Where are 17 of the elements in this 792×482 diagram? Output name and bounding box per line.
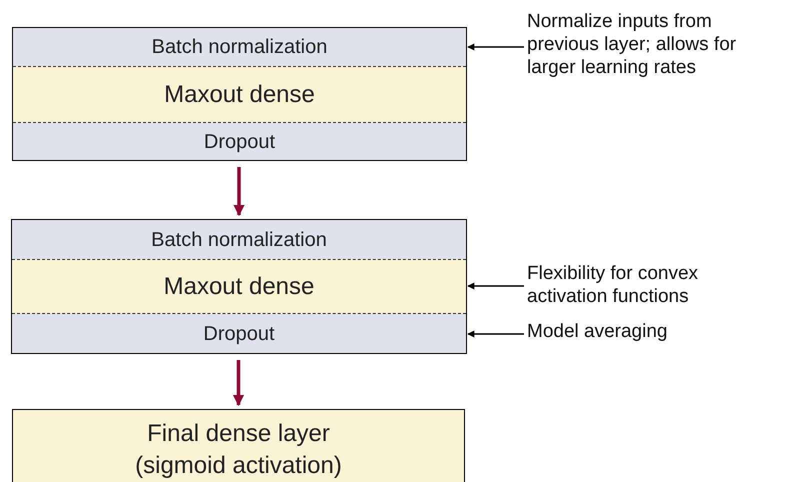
layer-block [12, 27, 467, 161]
arrow [232, 360, 244, 406]
annotation-text: Normalize inputs from previous layer; allows for larger learning rates [527, 10, 772, 84]
arrow [467, 330, 524, 338]
layer-band: Dropout [13, 123, 466, 160]
annotation-text: Flexibility for convex activation functions [527, 262, 777, 310]
arrow [233, 167, 245, 216]
annotation-text: Model averaging [527, 320, 747, 346]
arrow [467, 44, 524, 50]
layer-band: Batch normalization [12, 220, 466, 259]
layer-box: Final dense layer (sigmoid activation) [12, 409, 465, 482]
layer-block [11, 219, 467, 354]
layer-band: Batch normalization [13, 28, 466, 66]
arrow [467, 282, 524, 290]
layer-band: Maxout dense [13, 66, 466, 123]
layer-band: Dropout [12, 314, 466, 353]
layer-band: Maxout dense [12, 259, 466, 314]
